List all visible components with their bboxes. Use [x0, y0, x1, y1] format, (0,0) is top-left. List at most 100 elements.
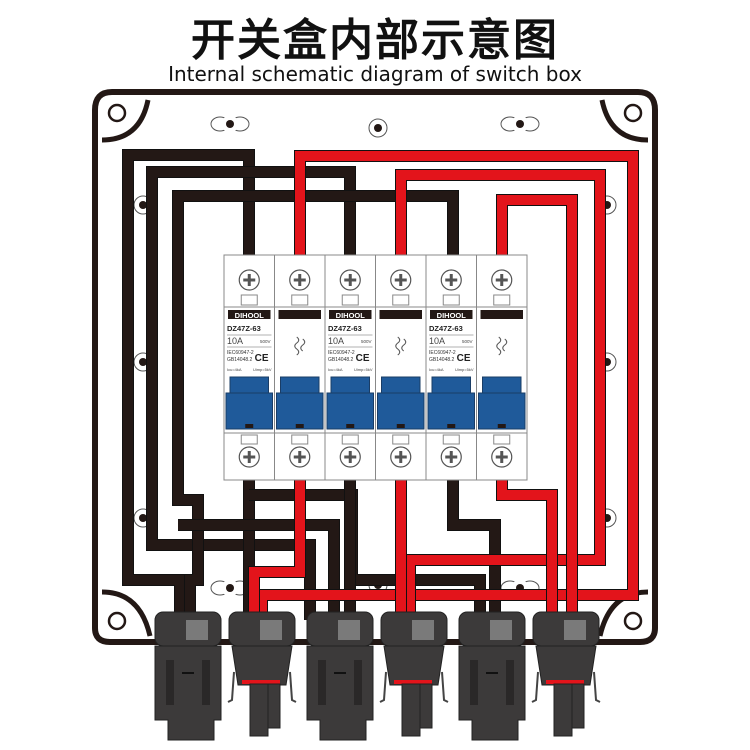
breaker-uimp: Uimp=5kV: [354, 367, 373, 372]
terminal-clamp: [240, 294, 258, 306]
breaker-voltage: 500V: [462, 339, 473, 344]
breaker-std1: IEC60947-2: [328, 350, 355, 356]
screw-terminal-icon: [440, 269, 462, 291]
breaker-pole: [375, 254, 427, 481]
breaker-model: DZ47Z-63: [328, 324, 362, 333]
breaker-rating: 10A: [429, 336, 445, 346]
screw-boss-icon: [500, 116, 540, 132]
screw-boss-icon: [210, 116, 250, 132]
latch-clip: [441, 671, 449, 703]
latch-clip: [531, 671, 539, 703]
breaker-handle-base: [478, 392, 526, 430]
seal-ring: [546, 680, 584, 684]
breaker-voltage: 500V: [361, 339, 372, 344]
mounting-hole-icon: [623, 103, 643, 123]
ce-mark-icon: CE: [356, 353, 370, 364]
screw-terminal-icon: [491, 269, 513, 291]
black-wire: [173, 191, 458, 620]
handle-slot: [295, 424, 304, 428]
breaker-rating: 10A: [328, 336, 344, 346]
breaker-brand: DIHOOL: [437, 311, 467, 320]
breaker-pole: [476, 254, 528, 481]
terminal-clamp: [442, 434, 460, 445]
terminal-clamp: [341, 434, 359, 445]
screw-boss-icon: [210, 580, 250, 596]
terminal-clamp: [240, 434, 258, 445]
mounting-hole-icon: [107, 103, 127, 123]
red-wire: [249, 478, 305, 620]
polarity-symbol-icon: [496, 336, 508, 356]
handle-slot: [447, 424, 456, 428]
breaker-handle-base: [225, 392, 273, 430]
mc4-male-connector: [458, 611, 526, 741]
handle-slot: [396, 424, 405, 428]
mounting-hole-icon: [623, 611, 643, 631]
page-title: 开关盒内部示意图: [191, 15, 559, 66]
breaker-model: DZ47Z-63: [227, 324, 261, 333]
connector-row: [154, 611, 601, 741]
breaker-icu: Icu=4kA: [328, 367, 343, 372]
red-wire: [396, 170, 605, 620]
breaker-std1: IEC60947-2: [227, 350, 254, 356]
latch-clip: [289, 671, 297, 703]
screw-terminal-icon: [289, 446, 311, 468]
terminal-clamp: [341, 294, 359, 306]
screw-terminal-icon: [238, 269, 260, 291]
latch-clip: [379, 671, 387, 703]
screw-terminal-icon: [339, 446, 361, 468]
breaker-brand: DIHOOL: [336, 311, 366, 320]
red-wire: [497, 195, 577, 620]
black-wire: [178, 520, 339, 620]
seal-ring: [394, 680, 432, 684]
terminal-clamp: [493, 434, 511, 445]
label-band: [430, 310, 473, 319]
label-band: [480, 310, 523, 319]
screw-terminal-icon: [238, 446, 260, 468]
screw-terminal-icon: [491, 446, 513, 468]
breaker-handle-base: [276, 392, 324, 430]
label-band: [228, 310, 271, 319]
ce-mark-icon: CE: [255, 353, 269, 364]
latch-clip: [227, 671, 235, 703]
handle-slot: [245, 424, 254, 428]
terminal-clamp: [392, 434, 410, 445]
breaker-handle-base: [377, 392, 425, 430]
breaker-std2: GB14048.2: [328, 357, 354, 363]
mc4-female-connector: [379, 611, 449, 737]
screw-terminal-icon: [440, 446, 462, 468]
breaker-rating: 10A: [227, 336, 243, 346]
breaker-uimp: Uimp=5kV: [455, 367, 474, 372]
mounting-hole-icon: [107, 611, 127, 631]
breaker-std2: GB14048.2: [429, 357, 455, 363]
terminal-clamp: [442, 294, 460, 306]
breaker-uimp: Uimp=5kV: [253, 367, 272, 372]
terminal-clamp: [291, 294, 309, 306]
black-wire: [448, 478, 500, 620]
handle-slot: [346, 424, 355, 428]
breaker-icu: Icu=4kA: [429, 367, 444, 372]
terminal-clamp: [493, 294, 511, 306]
screw-terminal-icon: [289, 269, 311, 291]
breaker-voltage: 500V: [260, 339, 271, 344]
screw-boss-icon: [368, 118, 388, 138]
polarity-symbol-icon: [294, 336, 306, 356]
red-wire: [497, 478, 557, 620]
wires: [122, 149, 639, 620]
breaker-pole: [274, 254, 326, 481]
latch-clip: [593, 671, 601, 703]
mc4-male-connector: [306, 611, 374, 741]
breaker-std1: IEC60947-2: [429, 350, 456, 356]
black-wire: [147, 167, 355, 620]
mc4-female-connector: [531, 611, 601, 737]
breaker-handle-base: [326, 392, 374, 430]
breaker-icu: Icu=4kA: [227, 367, 242, 372]
mc4-male-connector: [154, 611, 222, 741]
label-band: [329, 310, 372, 319]
terminal-clamp: [291, 434, 309, 445]
ce-mark-icon: CE: [457, 353, 471, 364]
label-band: [379, 310, 422, 319]
